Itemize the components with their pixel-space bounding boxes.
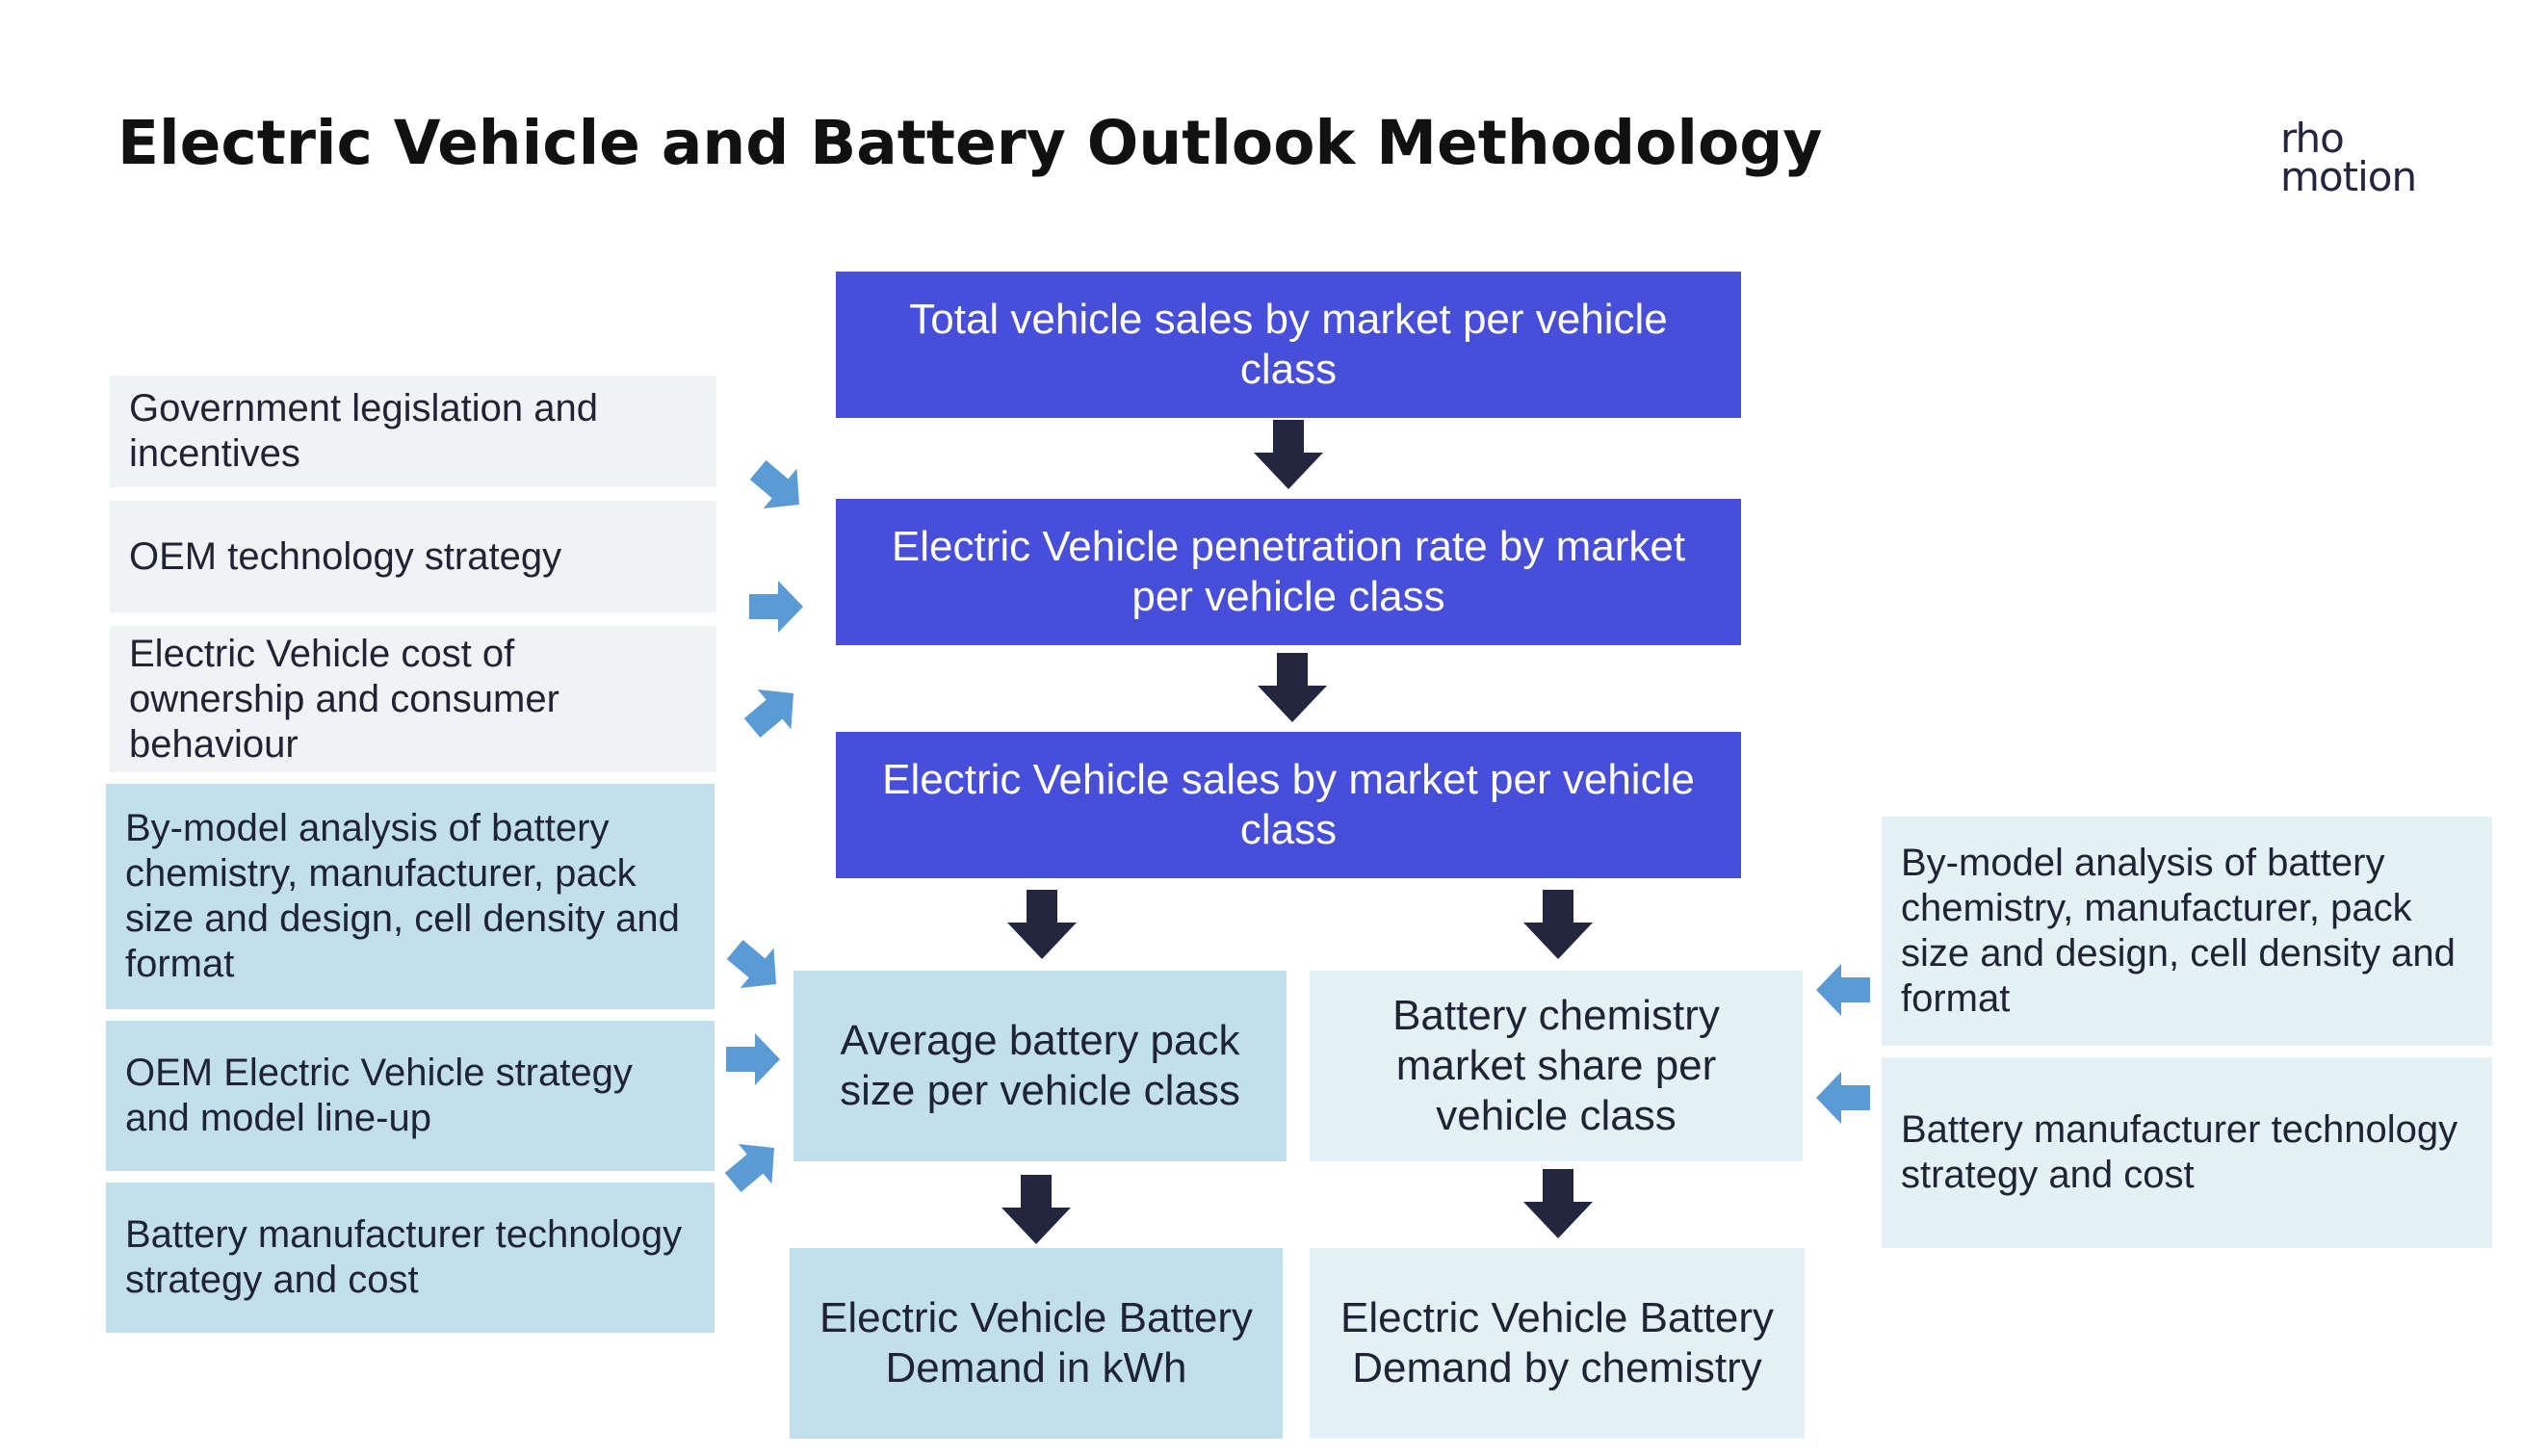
box-battery-demand-chemistry: Electric Vehicle Battery Demand by chemi… <box>1310 1248 1805 1439</box>
box-label: Electric Vehicle Battery Demand in kWh <box>819 1294 1253 1391</box>
input-government-legislation: Government legislation and incentives <box>110 376 716 487</box>
box-ev-sales: Electric Vehicle sales by market per veh… <box>836 732 1741 878</box>
right-arrow-icon <box>726 1033 780 1085</box>
left-arrow-icon <box>1816 1072 1870 1124</box>
box-label: Average battery pack size per vehicle cl… <box>840 1017 1240 1114</box>
down-arrow-icon <box>1254 420 1323 489</box>
input-label: By-model analysis of battery chemistry, … <box>1901 842 2456 1020</box>
input-label: Battery manufacturer technology strategy… <box>125 1213 683 1301</box>
input-label: OEM Electric Vehicle strategy and model … <box>125 1052 633 1139</box>
input-label: Government legislation and incentives <box>129 387 598 475</box>
input-label: Battery manufacturer technology strategy… <box>1901 1108 2458 1196</box>
box-label: Total vehicle sales by market per vehicl… <box>909 296 1668 393</box>
down-arrow-icon <box>1007 890 1077 959</box>
diagonal-down-arrow-icon <box>717 929 793 1004</box>
diagonal-down-arrow-icon <box>741 450 817 525</box>
box-total-vehicle-sales: Total vehicle sales by market per vehicl… <box>836 272 1741 418</box>
logo-line-2: motion <box>2280 153 2417 200</box>
input-ev-cost-of-ownership: Electric Vehicle cost of ownership and c… <box>110 626 716 772</box>
input-by-model-analysis-left: By-model analysis of battery chemistry, … <box>106 784 715 1009</box>
down-arrow-icon <box>1523 890 1593 959</box>
input-battery-manufacturer-right: Battery manufacturer technology strategy… <box>1882 1057 2492 1248</box>
box-average-pack-size: Average battery pack size per vehicle cl… <box>793 971 1287 1161</box>
box-ev-penetration-rate: Electric Vehicle penetration rate by mar… <box>836 499 1741 645</box>
input-oem-technology-strategy: OEM technology strategy <box>110 501 716 612</box>
input-label: By-model analysis of battery chemistry, … <box>125 807 680 985</box>
input-oem-ev-strategy: OEM Electric Vehicle strategy and model … <box>106 1021 715 1171</box>
down-arrow-icon <box>1258 653 1327 722</box>
box-label: Battery chemistry market share per vehic… <box>1392 992 1720 1139</box>
rho-motion-logo: rho motion <box>2280 115 2473 200</box>
down-arrow-icon <box>1001 1175 1071 1244</box>
box-label: Electric Vehicle penetration rate by mar… <box>891 523 1686 620</box>
input-label: OEM technology strategy <box>129 534 562 578</box>
box-battery-demand-kwh: Electric Vehicle Battery Demand in kWh <box>790 1248 1283 1439</box>
left-arrow-icon <box>1816 964 1870 1016</box>
diagonal-up-arrow-icon <box>735 673 811 748</box>
input-by-model-analysis-right: By-model analysis of battery chemistry, … <box>1882 817 2492 1046</box>
input-battery-manufacturer-left: Battery manufacturer technology strategy… <box>106 1183 715 1333</box>
box-label: Electric Vehicle sales by market per veh… <box>882 756 1695 853</box>
logo-line-1: rho <box>2280 115 2345 162</box>
diagonal-up-arrow-icon <box>715 1128 792 1203</box>
page-title: Electric Vehicle and Battery Outlook Met… <box>117 108 1823 178</box>
right-arrow-icon <box>749 581 803 633</box>
input-label: Electric Vehicle cost of ownership and c… <box>129 632 559 766</box>
down-arrow-icon <box>1523 1169 1593 1238</box>
box-label: Electric Vehicle Battery Demand by chemi… <box>1340 1294 1774 1391</box>
box-chemistry-market-share: Battery chemistry market share per vehic… <box>1310 971 1803 1161</box>
